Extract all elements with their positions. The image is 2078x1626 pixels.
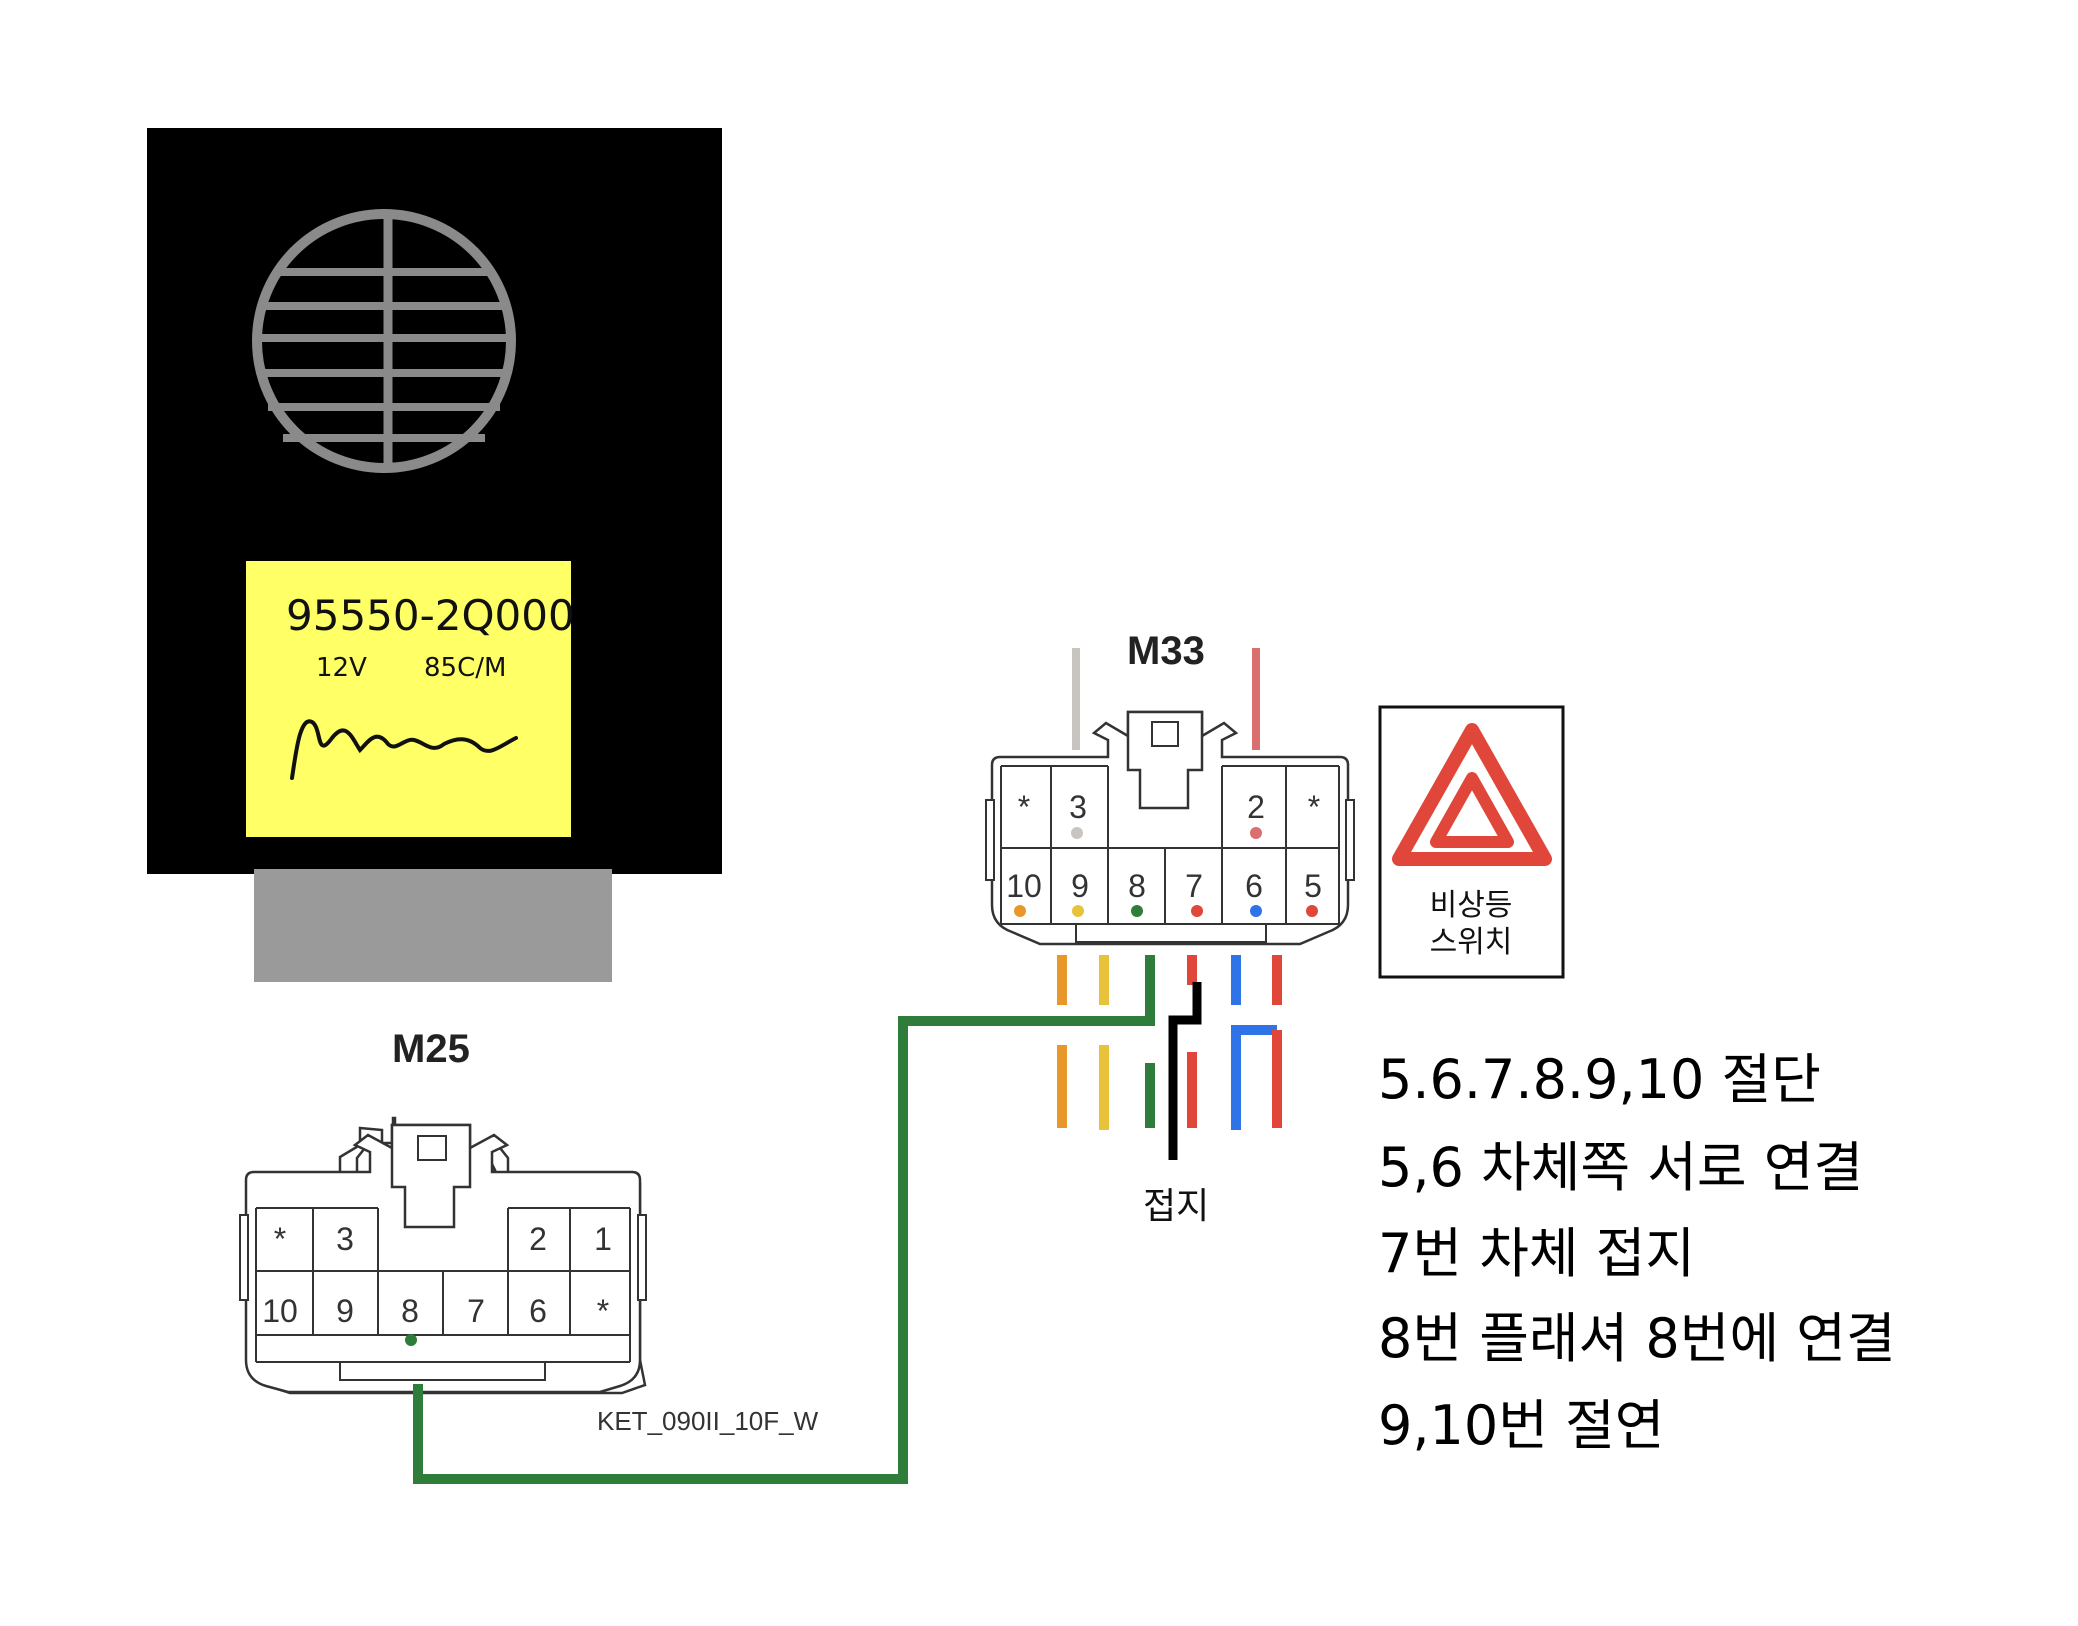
voltage-label: 12V xyxy=(316,653,367,683)
m33-pin-9: 9 xyxy=(1071,868,1089,904)
note-line: 9,10번 절연 xyxy=(1378,1394,1664,1457)
connector-m25: M25 * 3 xyxy=(239,1027,819,1436)
m33-pin-7-dot xyxy=(1191,905,1203,917)
m33-pin-5: 5 xyxy=(1304,868,1322,904)
m33-pin-2-dot xyxy=(1250,827,1262,839)
m25-title: M25 xyxy=(392,1027,470,1071)
m33-pin-2: 2 xyxy=(1247,789,1265,825)
m25-model: KET_090II_10F_W xyxy=(597,1406,819,1436)
hazard-switch-label-1: 비상등 xyxy=(1430,888,1513,923)
m33-pin-10-dot xyxy=(1014,905,1026,917)
wiring-notes: 5.6.7.8.9,10 절단 5,6 차체쪽 서로 연결 7번 차체 접지 8… xyxy=(1378,1048,1896,1457)
m33-pin-3-dot xyxy=(1071,827,1083,839)
flasher-label xyxy=(246,561,571,837)
m25-pin-10: 10 xyxy=(262,1293,298,1329)
note-line: 5.6.7.8.9,10 절단 xyxy=(1378,1048,1821,1111)
wire-6-lower xyxy=(1231,1025,1277,1130)
m33-pin-star-right: * xyxy=(1308,789,1320,825)
m33-pin-8: 8 xyxy=(1128,868,1146,904)
vent-grille-icon xyxy=(252,209,516,473)
m25-pin-star-left: * xyxy=(274,1221,286,1257)
m33-title: M33 xyxy=(1127,629,1205,673)
ground-wire xyxy=(1168,982,1202,1160)
part-number: 95550-2Q000 xyxy=(286,591,575,640)
m33-pin-6-dot xyxy=(1250,905,1262,917)
m33-pin-9-dot xyxy=(1072,905,1084,917)
m25-pin-2: 2 xyxy=(529,1221,547,1257)
rate-label: 85C/M xyxy=(424,653,506,683)
hazard-switch: 비상등 스위치 xyxy=(1378,705,1565,979)
m25-pin-9: 9 xyxy=(336,1293,354,1329)
m25-pin-6: 6 xyxy=(529,1293,547,1329)
connector-m33: M33 * 3 2 * xyxy=(985,629,1355,946)
hazard-triangle-icon xyxy=(1392,723,1552,866)
note-line: 7번 차체 접지 xyxy=(1378,1222,1695,1285)
m25-pin-8-dot xyxy=(405,1334,417,1346)
m33-cut-wires xyxy=(1057,955,1282,1160)
m33-pin-star-left: * xyxy=(1018,789,1030,825)
m25-pin-3: 3 xyxy=(336,1221,354,1257)
m25-pin-star-right: * xyxy=(597,1293,609,1329)
m25-pin-1: 1 xyxy=(594,1221,612,1257)
flasher-relay: 95550-2Q000 12V 85C/M xyxy=(147,128,722,982)
signature xyxy=(290,719,518,780)
m25-pin-8: 8 xyxy=(401,1293,419,1329)
hazard-switch-label-2: 스위치 xyxy=(1430,925,1513,960)
note-line: 5,6 차체쪽 서로 연결 xyxy=(1378,1136,1863,1199)
m33-pin-8-dot xyxy=(1131,905,1143,917)
m33-pin-3: 3 xyxy=(1069,789,1087,825)
m33-pin-5-dot xyxy=(1306,905,1318,917)
m33-pin-6: 6 xyxy=(1245,868,1263,904)
flasher-base xyxy=(254,869,612,982)
m25-pin-7: 7 xyxy=(467,1293,485,1329)
note-line: 8번 플래셔 8번에 연결 xyxy=(1378,1307,1896,1370)
m33-pin-10: 10 xyxy=(1006,868,1042,904)
ground-label: 접지 xyxy=(1143,1186,1209,1227)
m33-pin-7: 7 xyxy=(1185,868,1203,904)
